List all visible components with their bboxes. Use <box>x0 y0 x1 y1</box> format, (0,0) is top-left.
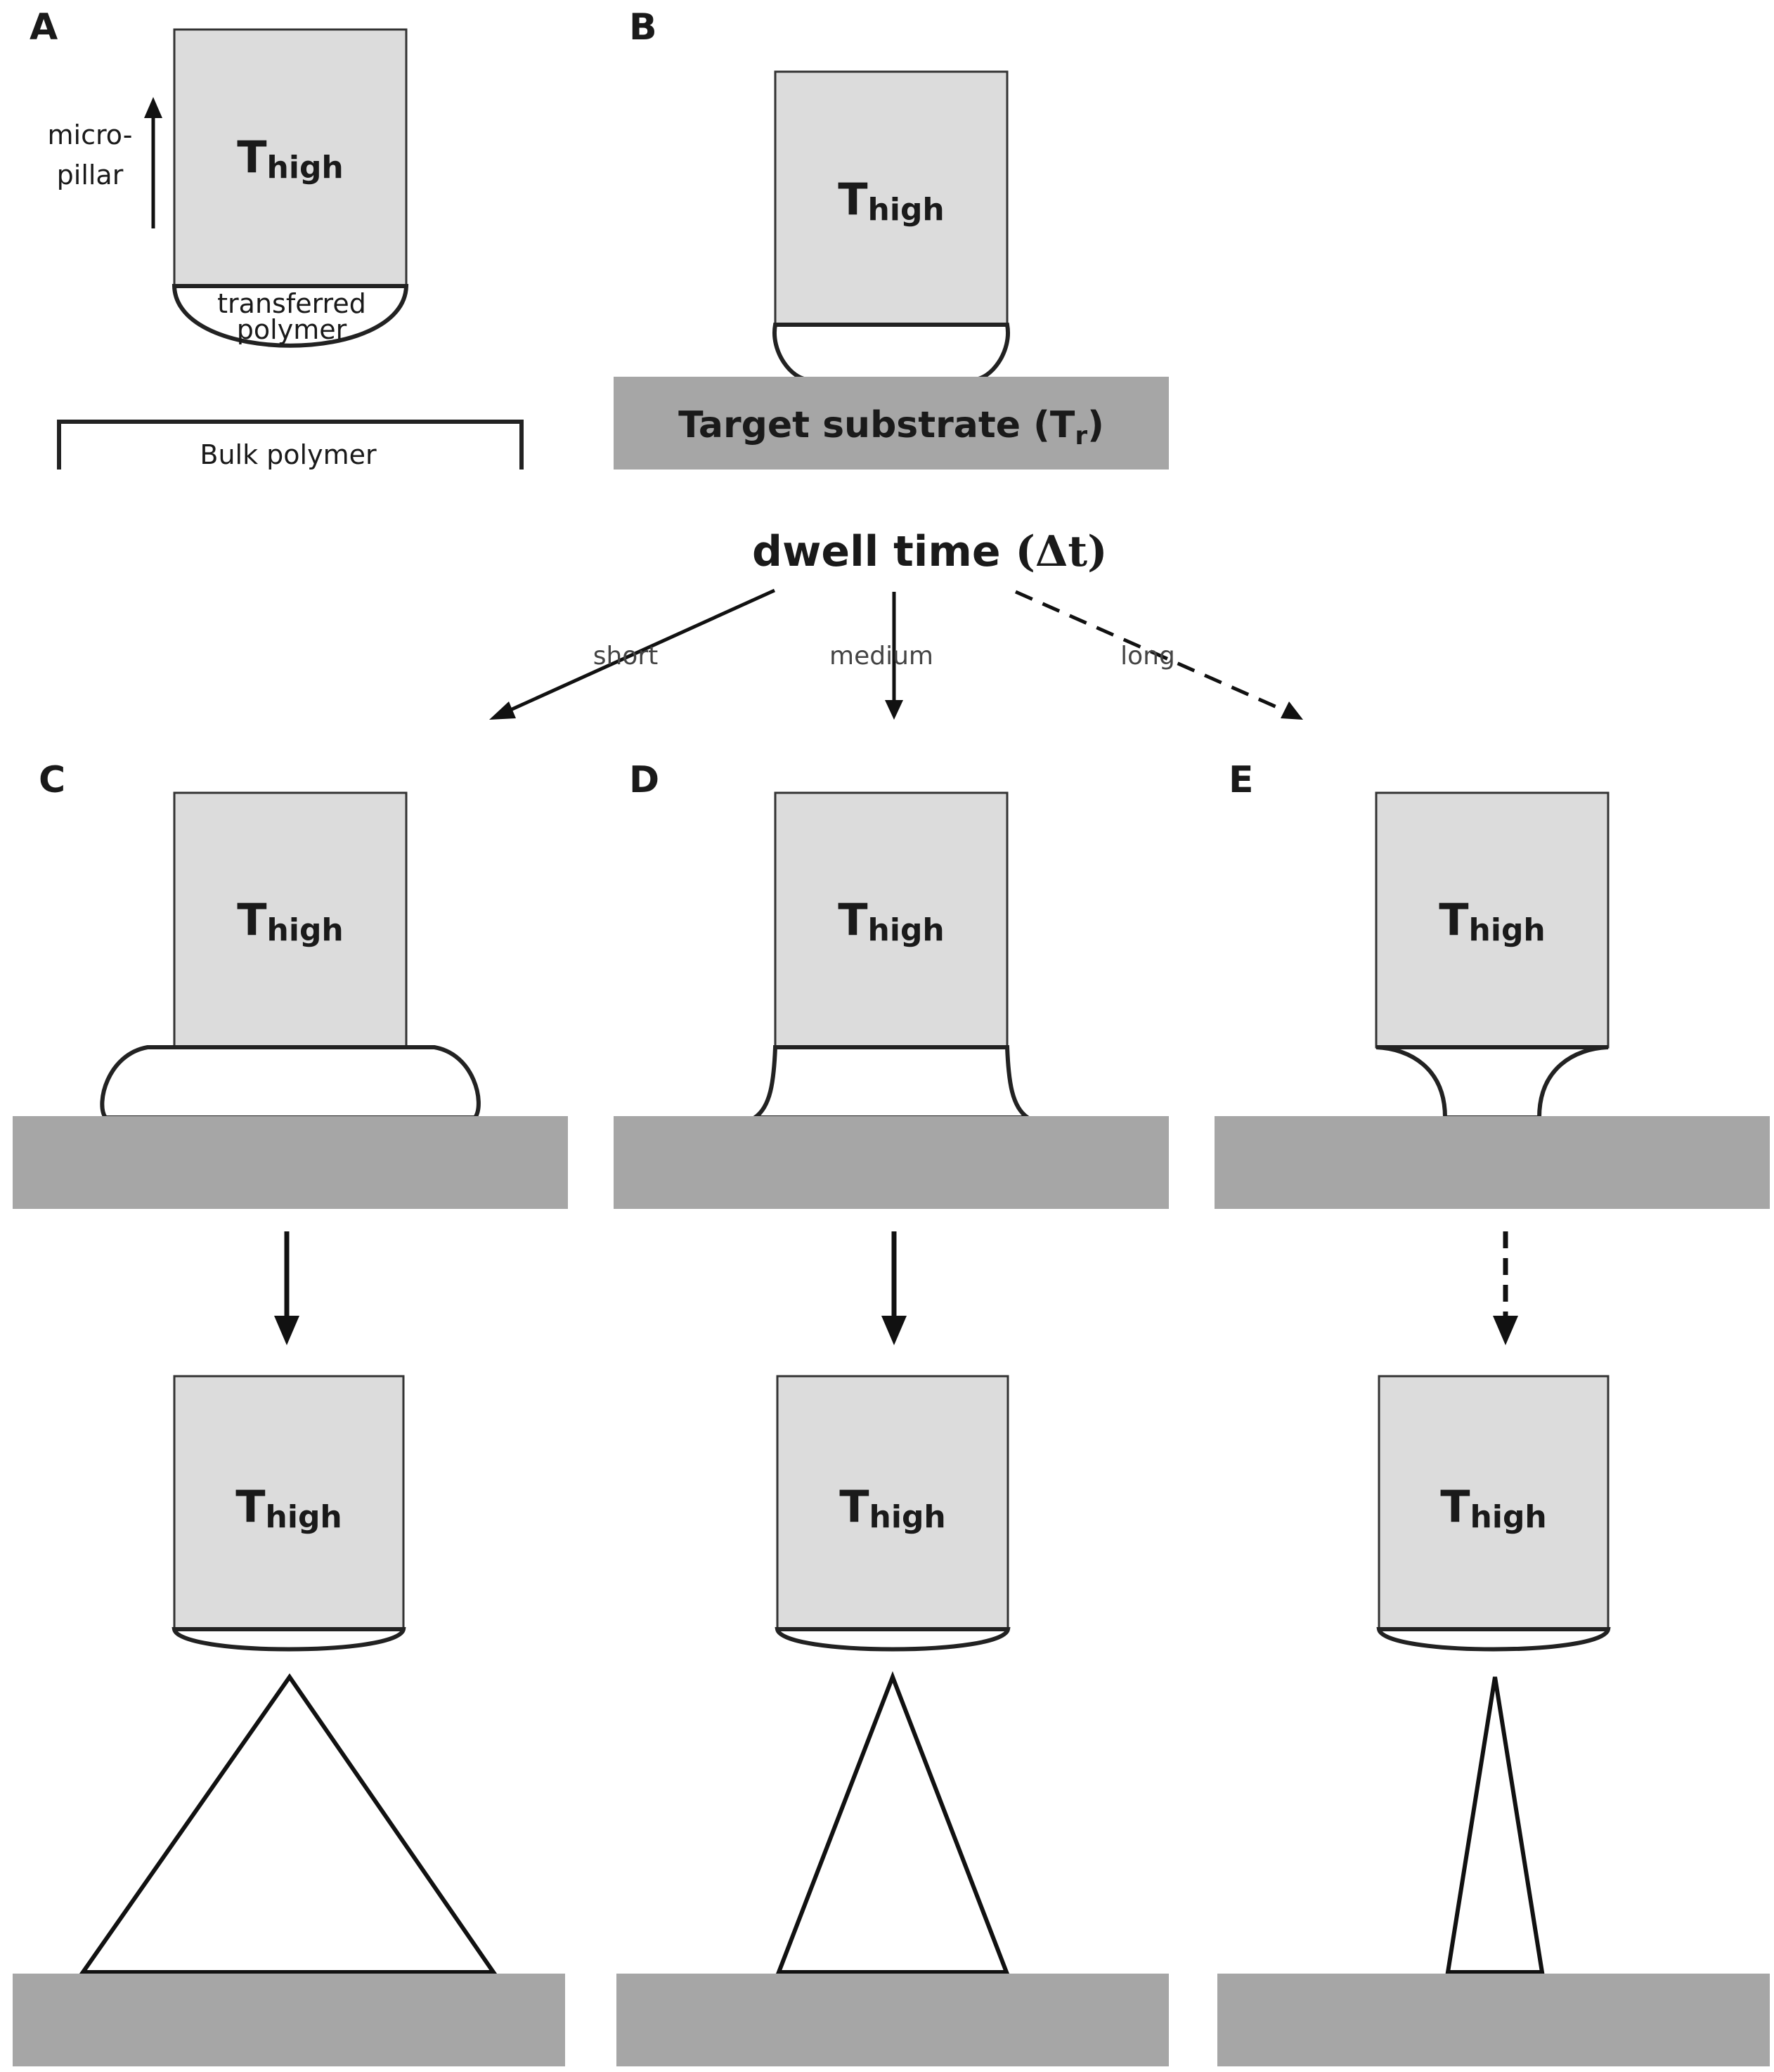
residual-cap-c <box>171 1627 406 1652</box>
temperature-label-c-contact: Thigh <box>237 894 344 948</box>
panel-a: A micro- pillar Thigh transferred polyme… <box>30 6 524 470</box>
short-arrow-head <box>489 701 516 720</box>
dwell-time-branch: dwell time (Δt) short medium long <box>489 527 1303 720</box>
fiber-wide <box>79 1673 498 1974</box>
micropillar-c-contact <box>173 791 408 1049</box>
panel-b-label: B <box>629 6 657 48</box>
substrate-c-drawn <box>13 1974 565 2066</box>
medium-arrow-head <box>885 700 903 720</box>
panel-c: C Thigh Thigh <box>13 759 568 2066</box>
micropillar-e-contact <box>1375 791 1610 1049</box>
down-arrow-c-head <box>274 1316 299 1345</box>
temperature-label-b: Thigh <box>838 174 945 228</box>
panel-d-label: D <box>629 759 659 801</box>
micropillar-arrow-head <box>144 97 162 118</box>
panel-e: E Thigh Thigh <box>1215 759 1770 2066</box>
polymer-column-medium <box>748 1045 1035 1120</box>
residual-cap-d <box>775 1627 1011 1652</box>
micropillar-e-drawn <box>1378 1375 1610 1631</box>
target-substrate-label: Target substrate (Tr) <box>678 404 1104 451</box>
substrate-e-contact <box>1215 1116 1770 1209</box>
micropillar-label-line1: micro- <box>48 119 133 150</box>
down-arrow-d-head <box>881 1316 907 1345</box>
long-label: long <box>1120 642 1175 671</box>
substrate-d-drawn <box>616 1974 1169 2066</box>
transferred-polymer-label-line1: transferred <box>217 288 366 319</box>
target-substrate <box>614 377 1169 470</box>
micropillar-d-drawn <box>776 1375 1009 1631</box>
bulk-polymer-bracket <box>57 420 524 470</box>
long-arrow-line <box>1014 590 1288 713</box>
residual-cap-e <box>1376 1627 1611 1652</box>
panel-e-label: E <box>1229 759 1254 801</box>
temperature-label-d-drawn: Thigh <box>839 1481 946 1535</box>
short-label: short <box>593 642 659 671</box>
transferred-polymer-cap <box>171 284 409 348</box>
panel-c-label: C <box>39 759 65 801</box>
long-arrow-head <box>1281 701 1303 720</box>
temperature-label-c-drawn: Thigh <box>235 1481 342 1535</box>
temperature-label-a: Thigh <box>237 131 344 186</box>
micropillar-c-drawn <box>173 1375 405 1631</box>
substrate-e-drawn <box>1217 1974 1770 2066</box>
micropillar-d-contact <box>774 791 1009 1049</box>
polymer-neck-long <box>1375 1045 1609 1120</box>
dwell-time-label: dwell time (Δt) <box>752 527 1108 576</box>
temperature-label-d-contact: Thigh <box>838 894 945 948</box>
panel-b: B Thigh Target substrate (Tr) <box>614 6 1169 470</box>
substrate-d-contact <box>614 1116 1169 1209</box>
panel-d: D Thigh Thigh <box>614 759 1169 2066</box>
transferred-polymer-label-line2: polymer <box>237 314 347 345</box>
panel-a-label: A <box>30 6 58 48</box>
polymer-spread-short <box>100 1045 481 1120</box>
medium-label: medium <box>829 642 933 671</box>
polymer-contact-b <box>772 323 1011 382</box>
short-arrow-line <box>506 588 776 713</box>
bulk-polymer-label: Bulk polymer <box>200 439 377 470</box>
fiber-medium <box>775 1671 1010 1974</box>
temperature-label-e-contact: Thigh <box>1439 894 1546 948</box>
micropillar-b <box>774 70 1009 326</box>
substrate-c-contact <box>13 1116 568 1209</box>
micropillar-label-line2: pillar <box>57 160 124 190</box>
fiber-narrow <box>1445 1676 1545 1974</box>
temperature-label-e-drawn: Thigh <box>1440 1481 1547 1535</box>
down-arrow-e-head <box>1493 1316 1518 1345</box>
